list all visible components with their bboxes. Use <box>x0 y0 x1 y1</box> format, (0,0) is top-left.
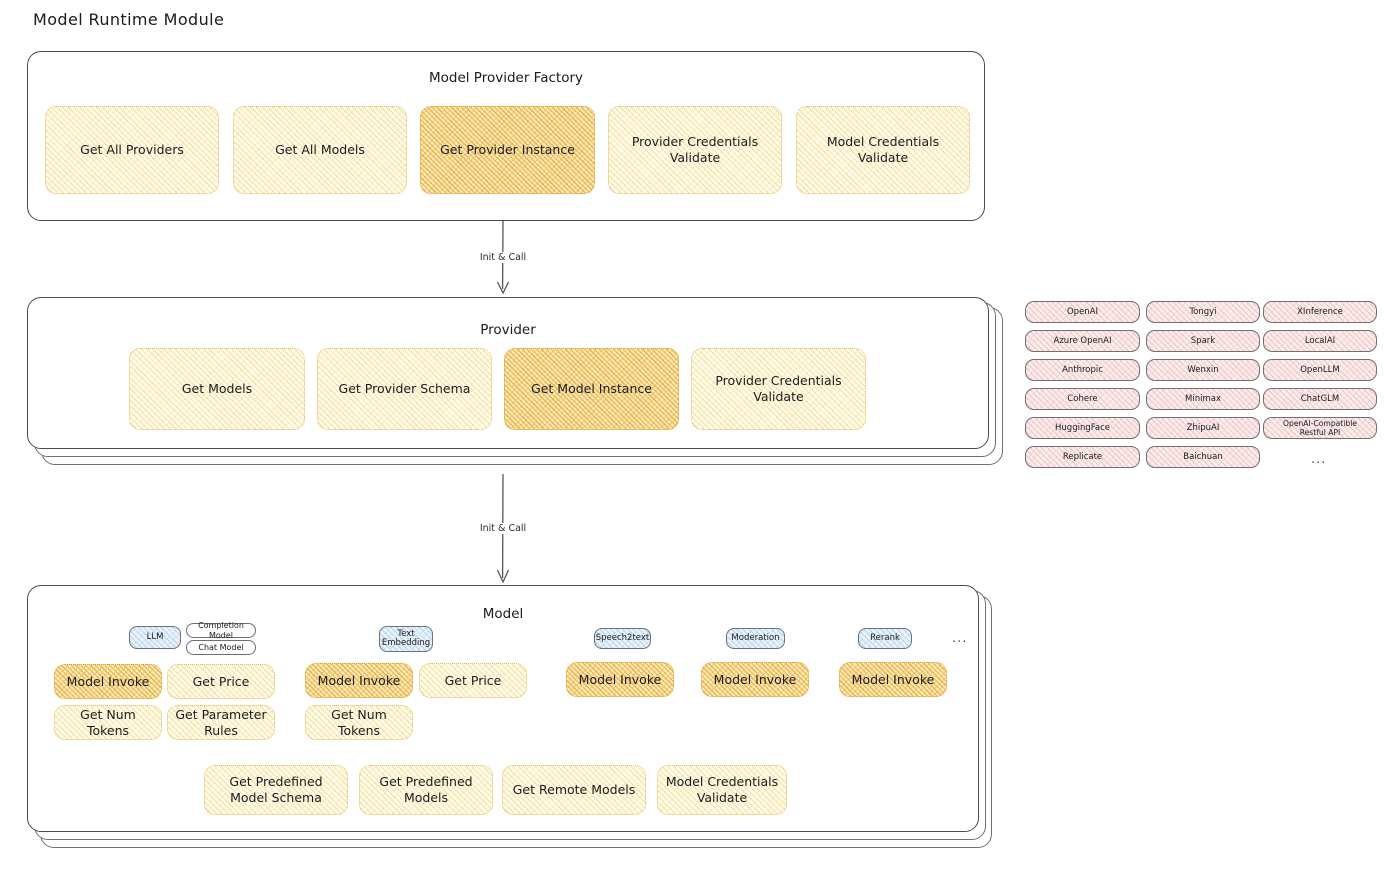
model-subtype-chat-model[interactable]: Chat Model <box>186 640 256 655</box>
provider-chip-azure-openai[interactable]: Azure OpenAI <box>1025 330 1140 352</box>
provider-list-more: ... <box>1311 452 1327 467</box>
node-get-remote-models[interactable]: Get Remote Models <box>502 765 646 815</box>
node-llm-model-invoke[interactable]: Model Invoke <box>54 664 162 699</box>
arrow-label-init-call-2: Init & Call <box>475 523 531 534</box>
node-text-embedding-model-invoke[interactable]: Model Invoke <box>305 663 413 698</box>
provider-chip-wenxin[interactable]: Wenxin <box>1146 359 1260 381</box>
node-text-embedding-get-num-tokens[interactable]: Get Num Tokens <box>305 705 413 740</box>
provider-chip-baichuan[interactable]: Baichuan <box>1146 446 1260 468</box>
node-speech2text-model-invoke[interactable]: Model Invoke <box>566 662 674 697</box>
provider-chip-openai-compatible-restful-api[interactable]: OpenAI-Compatible Restful API <box>1263 417 1377 439</box>
provider-chip-openai[interactable]: OpenAI <box>1025 301 1140 323</box>
provider-chip-localai[interactable]: LocalAI <box>1263 330 1377 352</box>
node-get-provider-instance[interactable]: Get Provider Instance <box>420 106 595 194</box>
page-title: Model Runtime Module <box>33 10 225 29</box>
provider-chip-anthropic[interactable]: Anthropic <box>1025 359 1140 381</box>
provider-chip-huggingface[interactable]: HuggingFace <box>1025 417 1140 439</box>
model-provider-factory-title: Model Provider Factory <box>428 70 583 86</box>
node-llm-get-price[interactable]: Get Price <box>167 664 275 699</box>
provider-chip-openllm[interactable]: OpenLLM <box>1263 359 1377 381</box>
node-get-all-providers[interactable]: Get All Providers <box>45 106 219 194</box>
model-type-text-embedding[interactable]: Text Embedding <box>379 626 433 652</box>
node-get-provider-schema[interactable]: Get Provider Schema <box>317 348 492 430</box>
provider-chip-chatglm[interactable]: ChatGLM <box>1263 388 1377 410</box>
node-moderation-model-invoke[interactable]: Model Invoke <box>701 662 809 697</box>
model-type-rerank[interactable]: Rerank <box>858 628 912 649</box>
node-text-embedding-get-price[interactable]: Get Price <box>419 663 527 698</box>
model-type-speech2text[interactable]: Speech2text <box>594 628 651 649</box>
node-llm-get-parameter-rules[interactable]: Get Parameter Rules <box>167 705 275 740</box>
model-types-more: ... <box>952 631 968 646</box>
provider-chip-zhipuai[interactable]: ZhipuAI <box>1146 417 1260 439</box>
model-type-moderation[interactable]: Moderation <box>726 628 785 649</box>
provider-chip-xinference[interactable]: XInference <box>1263 301 1377 323</box>
model-title: Model <box>482 606 524 622</box>
node-model-credentials-validate-2[interactable]: Model Credentials Validate <box>657 765 787 815</box>
provider-chip-minimax[interactable]: Minimax <box>1146 388 1260 410</box>
provider-chip-tongyi[interactable]: Tongyi <box>1146 301 1260 323</box>
model-type-llm[interactable]: LLM <box>129 626 181 649</box>
node-rerank-model-invoke[interactable]: Model Invoke <box>839 662 947 697</box>
provider-chip-replicate[interactable]: Replicate <box>1025 446 1140 468</box>
node-get-all-models[interactable]: Get All Models <box>233 106 407 194</box>
node-provider-credentials-validate[interactable]: Provider Credentials Validate <box>608 106 782 194</box>
node-get-predefined-models[interactable]: Get Predefined Models <box>359 765 493 815</box>
node-llm-get-num-tokens[interactable]: Get Num Tokens <box>54 705 162 740</box>
node-provider-credentials-validate-2[interactable]: Provider Credentials Validate <box>691 348 866 430</box>
node-model-credentials-validate[interactable]: Model Credentials Validate <box>796 106 970 194</box>
node-get-model-instance[interactable]: Get Model Instance <box>504 348 679 430</box>
node-get-models[interactable]: Get Models <box>129 348 305 430</box>
provider-chip-spark[interactable]: Spark <box>1146 330 1260 352</box>
arrow-label-init-call-1: Init & Call <box>475 252 531 263</box>
provider-title: Provider <box>480 322 536 338</box>
model-subtype-completion-model[interactable]: Completion Model <box>186 621 256 640</box>
provider-chip-cohere[interactable]: Cohere <box>1025 388 1140 410</box>
node-get-predefined-model-schema[interactable]: Get Predefined Model Schema <box>204 765 348 815</box>
